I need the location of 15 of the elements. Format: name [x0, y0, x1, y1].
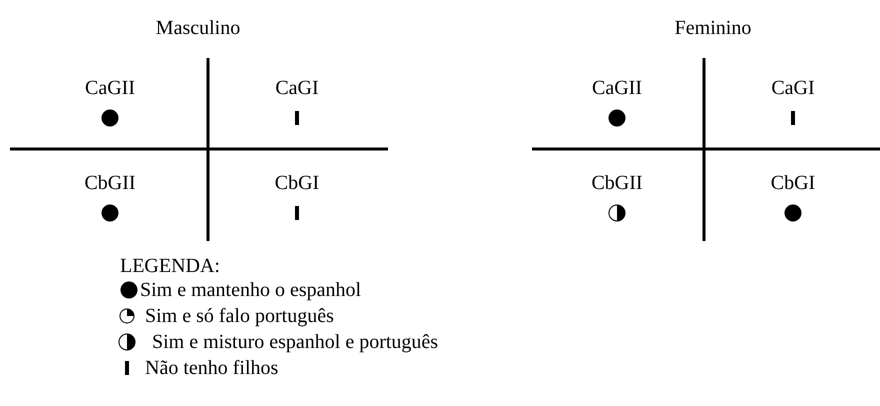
legend-text: Não tenho filhos	[145, 356, 278, 380]
quadrant-label: CbGII	[591, 171, 643, 195]
legend-title: LEGENDA:	[120, 254, 220, 278]
panel-title: Masculino	[156, 16, 240, 40]
quadrant-label: CbGI	[770, 171, 816, 195]
legend-text: Sim e mantenho o espanhol	[140, 278, 362, 302]
quadrant-label: CaGI	[771, 76, 815, 100]
legend-text: Sim e misturo espanhol e português	[152, 330, 438, 354]
quadrant-label: CbGI	[274, 171, 320, 195]
quadrant-label: CaGI	[275, 76, 319, 100]
quadrant-label: CaGII	[592, 76, 642, 100]
legend-text: Sim e só falo português	[145, 304, 334, 328]
quadrant-label: CbGII	[84, 171, 136, 195]
quadrant-label: CaGII	[85, 76, 135, 100]
panel-title: Feminino	[674, 16, 752, 40]
